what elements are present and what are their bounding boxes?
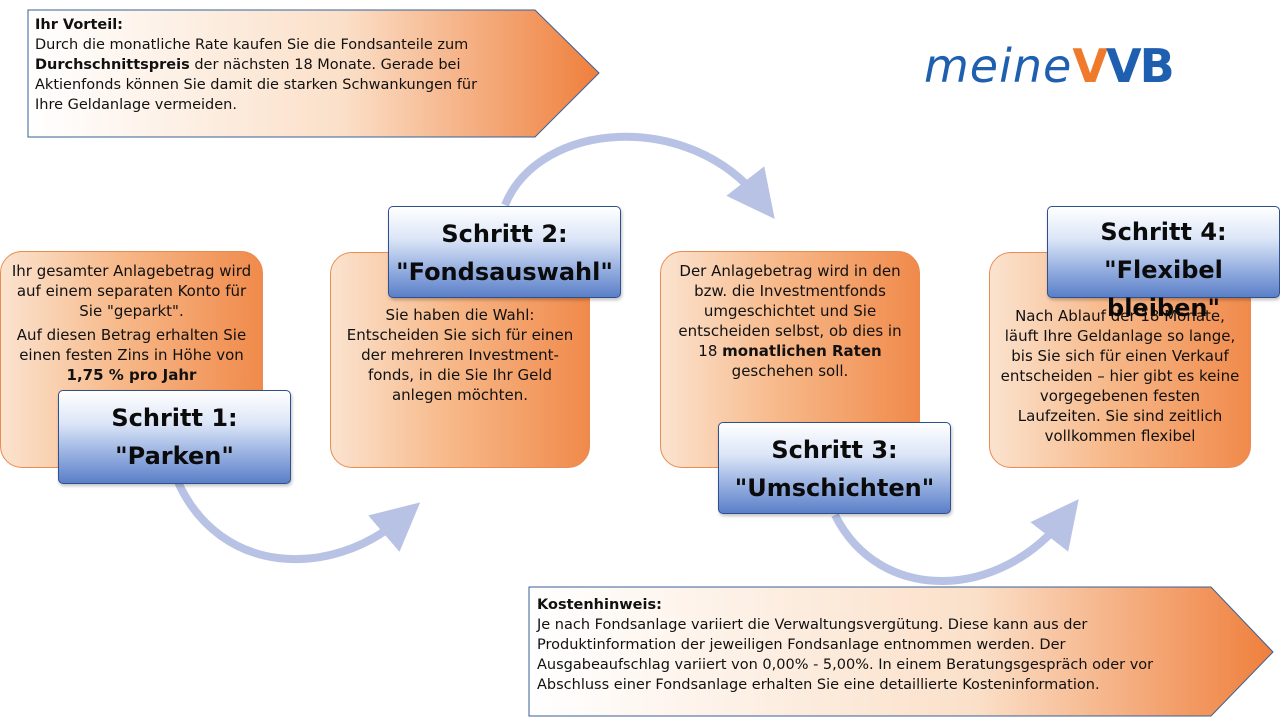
step1-title-box: Schritt 1: "Parken" (58, 390, 291, 484)
step2-subtitle: "Fondsauswahl" (396, 258, 613, 286)
step1-subtitle: "Parken" (115, 442, 234, 470)
advantage-line3: Aktienfonds können Sie damit die starken… (35, 77, 478, 93)
logo-vb-blue: VB (1105, 39, 1175, 93)
arrow-step1-to-step2 (174, 480, 421, 564)
arrow-step3-to-step4 (831, 499, 1079, 585)
costs-line1: Je nach Fondsanlage variiert die Verwalt… (537, 617, 1088, 633)
advantage-heading: Ihr Vorteil: (35, 17, 123, 33)
step2-text1: Sie haben die Wahl: (385, 306, 535, 324)
step2-title-box: Schritt 2: "Fondsauswahl" (388, 206, 621, 298)
step3-subtitle: "Umschichten" (734, 474, 935, 502)
advantage-line4: Ihre Geldanlage vermeiden. (35, 97, 237, 113)
step4-title: Schritt 4: (1100, 218, 1227, 246)
step1-text2: Auf diesen Betrag erhalten Sie einen fes… (16, 326, 247, 384)
costs-text: Kostenhinweis: Je nach Fondsanlage varii… (537, 595, 1217, 695)
step3-monthly-rates: monatlichen Raten (722, 342, 882, 360)
step4-subtitle: "Flexibel bleiben" (1104, 256, 1223, 322)
advantage-line1: Durch die monatliche Rate kaufen Sie die… (35, 37, 469, 53)
step4-title-box: Schritt 4: "Flexibel bleiben" (1047, 206, 1280, 322)
step3-title: Schritt 3: (771, 436, 898, 464)
advantage-bold: Durchschnittspreis (35, 57, 190, 73)
arrow-step2-to-step3 (501, 132, 775, 219)
advantage-text: Ihr Vorteil: Durch die monatliche Rate k… (35, 15, 555, 115)
step2-text2: Entscheiden Sie sich für einen der mehre… (346, 326, 574, 404)
brand-logo: meineVVB (924, 36, 1175, 96)
costs-line2: Produktinformation der jeweiligen Fondsa… (537, 637, 1066, 653)
costs-callout: Kostenhinweis: Je nach Fondsanlage varii… (528, 586, 1275, 718)
step1-title: Schritt 1: (111, 404, 238, 432)
step3-text: Der Anlagebetrag wird in den bzw. die In… (678, 262, 902, 380)
step1-rate: 1,75 % pro Jahr (66, 366, 197, 384)
advantage-callout: Ihr Vorteil: Durch die monatliche Rate k… (27, 9, 602, 139)
advantage-callout-shape (27, 9, 600, 138)
costs-line3: Ausgabeaufschlag variiert von 0,00% - 5,… (537, 657, 1154, 673)
logo-v-orange: V (1072, 39, 1108, 93)
step4-text: Nach Ablauf der 18 Monate, läuft Ihre Ge… (1000, 307, 1240, 445)
step2-title: Schritt 2: (441, 220, 568, 248)
costs-callout-shape (528, 586, 1274, 717)
logo-meine: meine (924, 39, 1073, 93)
costs-heading: Kostenhinweis: (537, 597, 662, 613)
advantage-line2: der nächsten 18 Monate. Gerade bei (189, 57, 461, 73)
step1-text1: Ihr gesamter Anlagebetrag wird auf einem… (11, 262, 252, 320)
costs-line4: Abschluss einer Fondsanlage erhalten Sie… (537, 677, 1100, 693)
step3-title-box: Schritt 3: "Umschichten" (718, 422, 951, 514)
